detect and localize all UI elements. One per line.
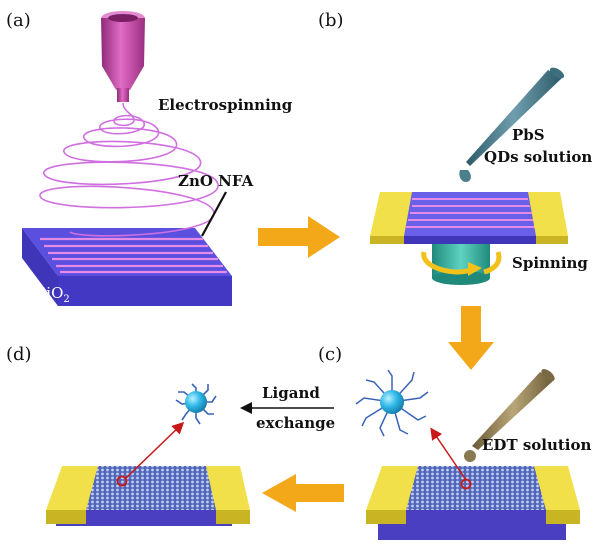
device-b	[370, 192, 568, 244]
qd-with-short-ligands	[175, 383, 217, 425]
pbs-quantum-dot-c	[380, 390, 404, 414]
electrode-left-d	[46, 466, 98, 510]
device-c	[366, 427, 580, 540]
spinning-label: Spinning	[512, 254, 588, 272]
edt-solution-label: EDT solution	[482, 436, 592, 454]
panel-d-label: (d)	[6, 344, 32, 365]
sio2-substrate: SiO2	[22, 228, 232, 306]
arrow-c-to-d	[262, 474, 344, 512]
device-d	[46, 421, 250, 526]
panel-a-label: (a)	[6, 10, 31, 31]
pbs-label: PbS	[512, 126, 545, 144]
electrospun-jet	[39, 102, 219, 237]
electrospinning-label: Electrospinning	[158, 96, 293, 114]
zno-pointer	[201, 191, 227, 237]
exchange-label: exchange	[256, 414, 335, 432]
electrode-right-b	[528, 192, 568, 236]
qd-with-long-ligands	[355, 369, 429, 437]
arrow-b-to-c	[448, 306, 494, 370]
zoom-arrow-d	[125, 421, 185, 479]
panel-b-label: (b)	[318, 10, 344, 31]
spinneret-nozzle	[101, 11, 145, 102]
panel-a: (a) SiO2 Electrospinni	[6, 10, 293, 306]
electrode-left-b	[370, 192, 412, 236]
arrow-a-to-b	[258, 216, 340, 258]
ligand-label: Ligand	[262, 384, 320, 402]
zno-nanofiber-array	[40, 237, 227, 274]
sio2-label: SiO2	[36, 284, 70, 305]
electrode-right-c	[534, 466, 580, 510]
highlight-circle-d	[116, 475, 128, 487]
ligand-exchange-arrow: Ligand exchange	[240, 384, 335, 432]
electrode-left-c	[366, 466, 418, 510]
panel-c-label: (c)	[318, 344, 342, 365]
pbs-quantum-dot-d	[185, 391, 207, 413]
edt-pipette	[464, 369, 555, 462]
panel-c: (c) EDT solution	[318, 344, 592, 540]
zoom-arrow-c	[430, 427, 467, 481]
pbs-pipette	[459, 67, 565, 182]
zno-nfa-label: ZnO NFA	[178, 172, 254, 190]
panel-b: (b) PbS QDs solution Spinning	[318, 10, 592, 285]
electrode-right-d	[206, 466, 250, 510]
pbs-qds-solution-label: QDs solution	[484, 148, 592, 166]
panel-d: (d)	[6, 344, 250, 526]
